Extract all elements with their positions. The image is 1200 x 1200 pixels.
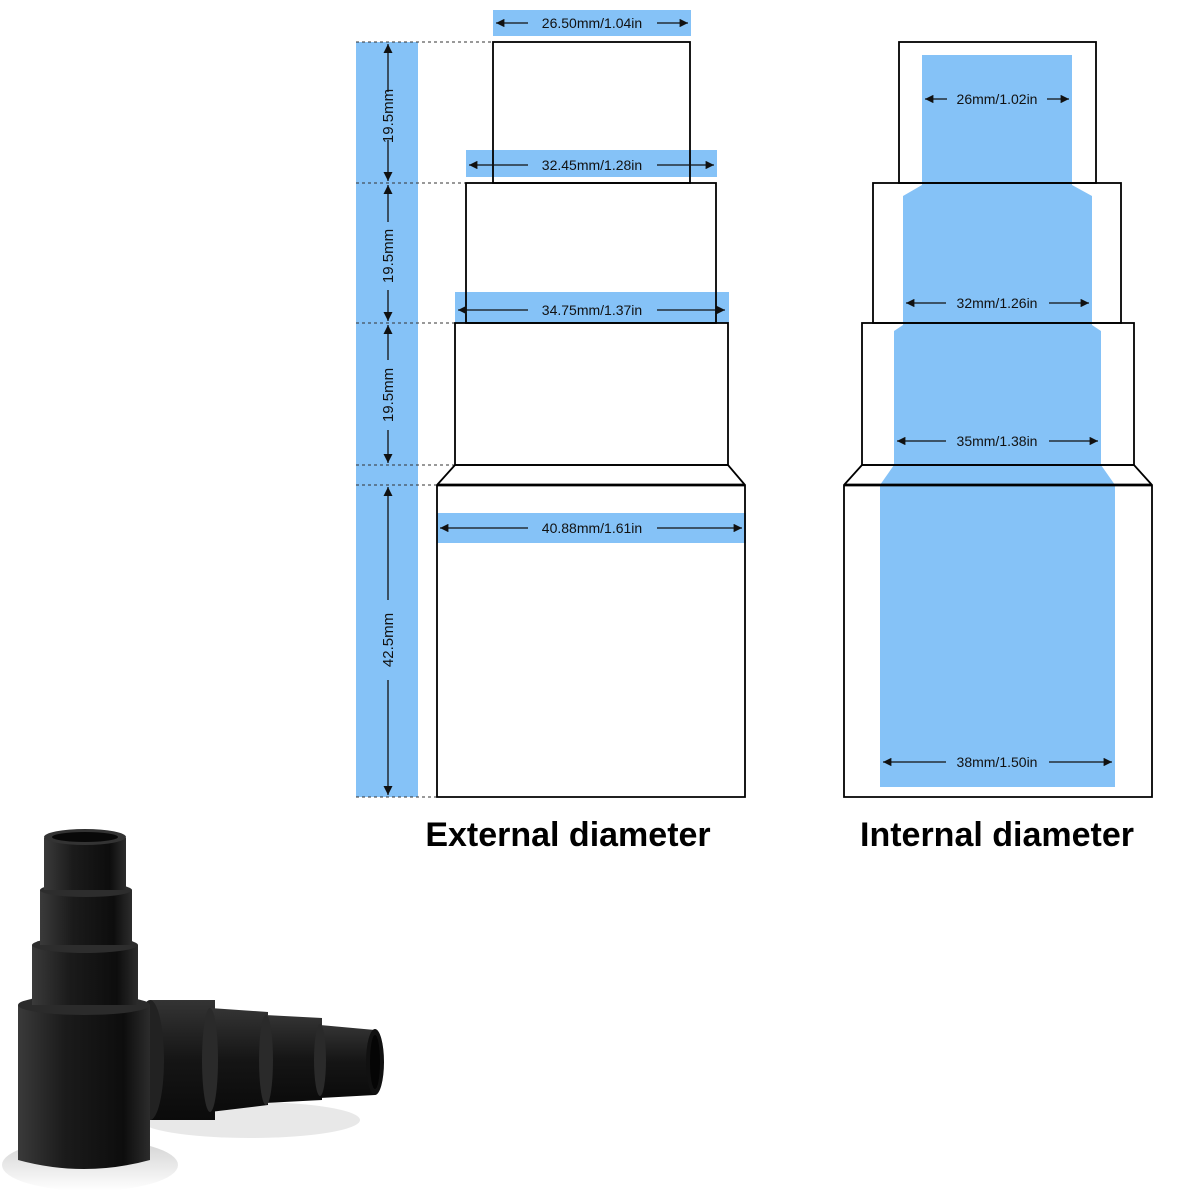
width-label-step2: 32.45mm/1.28in	[542, 157, 642, 173]
adapter-upright	[18, 829, 150, 1169]
width-band-step2	[466, 150, 717, 177]
internal-width-step3: 35mm/1.38in	[957, 433, 1038, 449]
internal-caption: Internal diameter	[860, 816, 1134, 854]
adapter-lying	[136, 1000, 384, 1120]
height-guides	[356, 41, 493, 798]
internal-width-step2: 32mm/1.26in	[957, 295, 1038, 311]
width-label-step3: 34.75mm/1.37in	[542, 302, 642, 318]
width-arrows	[440, 18, 742, 533]
height-label-3: 19.5mm	[380, 368, 397, 422]
internal-diagram: 26mm/1.02in 32mm/1.26in 35mm/1.38in 38mm…	[843, 41, 1153, 854]
internal-outline	[843, 41, 1153, 798]
adapter-photo	[2, 829, 384, 1191]
internal-width-top: 26mm/1.02in	[957, 91, 1038, 107]
internal-width-base: 38mm/1.50in	[957, 754, 1038, 770]
height-label-4: 42.5mm	[380, 613, 397, 667]
external-diagram: 19.5mm 19.5mm 19.5mm 42.5mm	[356, 10, 746, 854]
height-labels: 19.5mm 19.5mm 19.5mm 42.5mm	[380, 89, 397, 667]
height-label-2: 19.5mm	[380, 229, 397, 283]
width-label-base: 40.88mm/1.61in	[542, 520, 642, 536]
internal-width-arrows	[883, 94, 1112, 767]
width-band-step3	[455, 292, 729, 323]
width-label-top: 26.50mm/1.04in	[542, 15, 642, 31]
external-caption: External diameter	[425, 816, 710, 854]
external-outline	[436, 41, 746, 798]
height-label-1: 19.5mm	[380, 89, 397, 143]
height-band	[356, 42, 418, 797]
internal-bore	[880, 55, 1115, 787]
